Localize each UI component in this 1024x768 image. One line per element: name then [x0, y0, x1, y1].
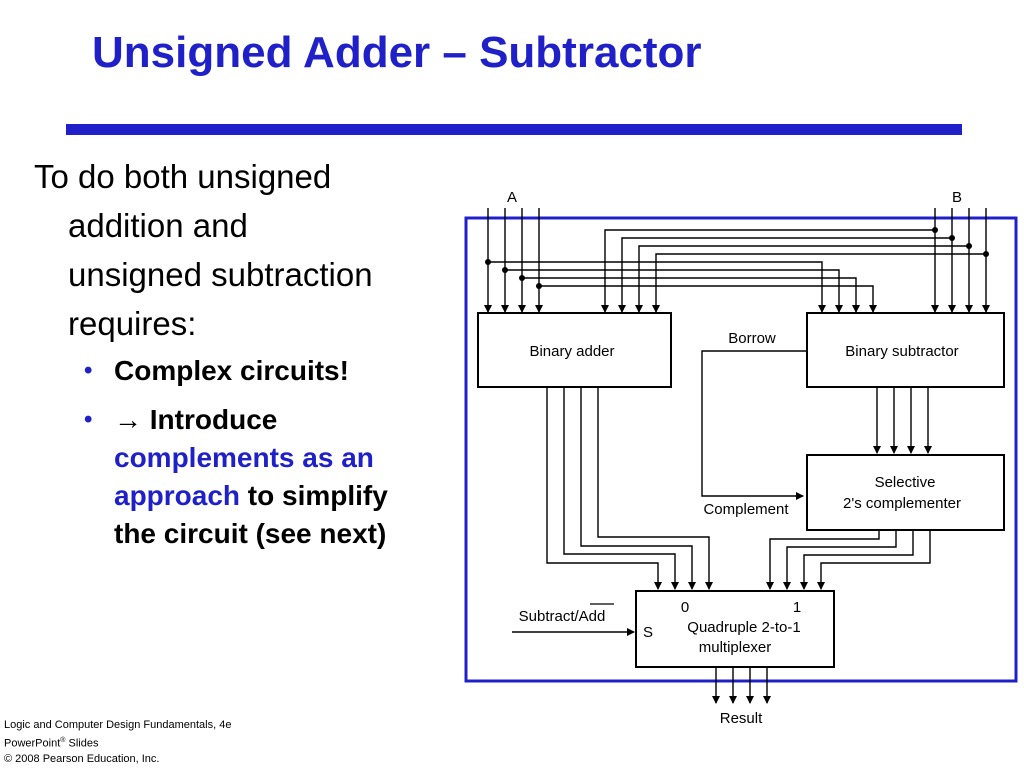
highlight-line-2: approach	[114, 480, 241, 511]
input-b-label: B	[952, 189, 962, 206]
footer-powerpoint: PowerPoint	[4, 737, 61, 750]
subtract-add-label: Subtract/Add	[519, 608, 606, 625]
slide-title: Unsigned Adder – Subtractor	[92, 28, 702, 77]
highlight-line-1: complements as an	[114, 442, 374, 473]
bullet-introduce-text: Introduce	[149, 404, 278, 435]
adder-output-wires	[546, 387, 713, 590]
subtractor-output-wires	[873, 387, 932, 454]
mux-input-0-label: 0	[681, 599, 689, 616]
footer-line-2: PowerPoint® Slides	[4, 733, 231, 752]
footer-registered: ®	[60, 737, 66, 744]
title-underline	[66, 124, 962, 135]
bullet-tail-2: the circuit (see next)	[114, 518, 387, 549]
right-arrow-icon: →	[114, 404, 142, 435]
footer-line-1: Logic and Computer Design Fundamentals, …	[4, 719, 232, 731]
binary-adder-block	[477, 312, 672, 388]
intro-text: To do both unsigned addition and unsigne…	[34, 152, 454, 348]
junction-dots	[485, 227, 989, 289]
mux-select-label: S	[643, 624, 653, 641]
mux-input-1-label: 1	[793, 599, 801, 616]
intro-line-4: requires:	[68, 305, 197, 342]
mux-label-2: multiplexer	[699, 639, 772, 656]
selective-label-1: Selective	[875, 474, 936, 491]
input-a-label: A	[507, 189, 517, 206]
bullet-introduce-complements: • → Introduce complements as an approach…	[80, 401, 460, 553]
complementer-output-wires	[766, 530, 931, 590]
footer-line-3: © 2008 Pearson Education, Inc.	[4, 752, 160, 765]
bullet-complex-circuits: • Complex circuits!	[80, 352, 460, 390]
selective-complementer-block	[806, 454, 1005, 531]
bullet-text: Complex circuits!	[114, 355, 349, 386]
bullet-tail-1: to simplify	[240, 480, 388, 511]
multiplexer-block	[635, 590, 835, 668]
result-wires	[712, 667, 771, 704]
bullet-dot-icon: •	[84, 406, 93, 433]
input-wires	[484, 208, 990, 313]
bullet-dot-icon: •	[84, 357, 93, 384]
mux-label-1: Quadruple 2-to-1	[687, 619, 800, 636]
borrow-wire	[701, 350, 807, 500]
bullet-list: • Complex circuits! • → Introduce comple…	[80, 352, 460, 564]
diagram-frame	[464, 216, 1018, 683]
binary-subtractor-block	[806, 312, 1005, 388]
binary-subtractor-label: Binary subtractor	[845, 343, 958, 360]
intro-line-3: unsigned subtraction	[68, 256, 373, 293]
binary-adder-label: Binary adder	[529, 343, 614, 360]
selective-label-2: 2's complementer	[843, 495, 961, 512]
result-label: Result	[720, 710, 763, 727]
borrow-label: Borrow	[728, 330, 776, 347]
intro-line-2: addition and	[68, 207, 248, 244]
footer-slides: Slides	[65, 737, 99, 750]
intro-line-1: To do both unsigned	[34, 158, 332, 195]
footer-credits: Logic and Computer Design Fundamentals, …	[4, 718, 231, 767]
complement-label: Complement	[703, 501, 789, 518]
